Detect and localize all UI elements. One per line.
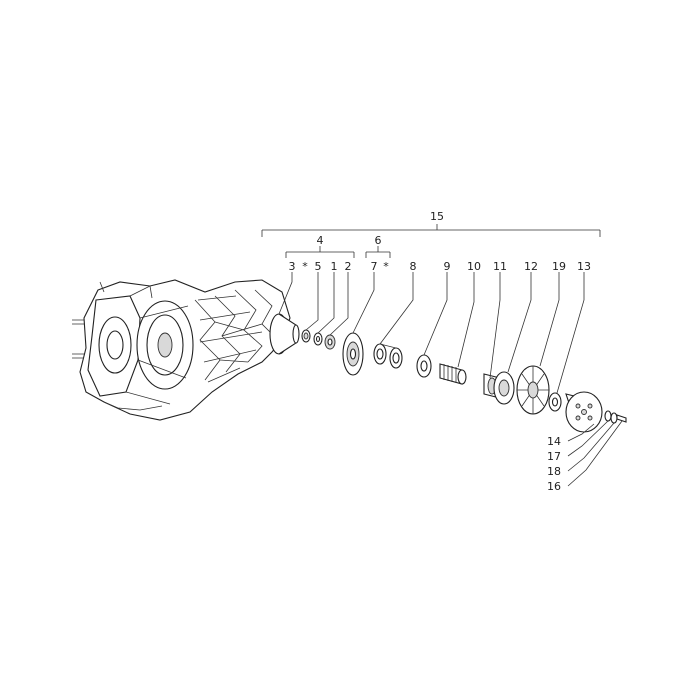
- part-19-roller-plate: [516, 365, 550, 415]
- part-7-movable-half-pulley: [342, 332, 364, 376]
- part-10-spring: [439, 363, 467, 385]
- part-14-cover: [565, 391, 603, 433]
- part-8-bushing: [373, 343, 403, 369]
- part-12-roller-holder: [493, 371, 515, 405]
- label-4: 4: [317, 234, 324, 247]
- label-7: 7: [371, 260, 378, 273]
- part-13-ring: [548, 392, 562, 412]
- label-6-asterisk: *: [383, 260, 389, 273]
- part-9-bearing: [416, 354, 432, 378]
- label-6: 6: [375, 234, 382, 247]
- label-19: 19: [552, 260, 566, 273]
- label-14: 14: [547, 435, 561, 448]
- label-1: 1: [331, 260, 338, 273]
- label-17: 17: [547, 450, 561, 463]
- part-3-fixed-half-pulley: [269, 313, 300, 355]
- label-8: 8: [410, 260, 417, 273]
- label-2: 2: [345, 260, 352, 273]
- label-12: 12: [524, 260, 538, 273]
- crankcase-housing: [72, 279, 291, 421]
- leader-lines: [261, 224, 623, 487]
- part-5-nut: [301, 329, 311, 343]
- label-9: 9: [444, 260, 451, 273]
- label-10: 10: [467, 260, 481, 273]
- part-1-washer: [313, 332, 323, 346]
- label-16: 16: [547, 480, 561, 493]
- label-4-asterisk: *: [302, 260, 308, 273]
- label-15: 15: [430, 210, 444, 223]
- label-5: 5: [315, 260, 322, 273]
- part-17-18-16-bolt-washers: [604, 410, 627, 424]
- part-labels: 15 4 6 3 * 5 1 2 7 * 8 9 10 11 12 19 13 …: [289, 210, 592, 493]
- label-13: 13: [577, 260, 591, 273]
- label-18: 18: [547, 465, 561, 478]
- label-11: 11: [493, 260, 507, 273]
- part-2-nut: [324, 334, 336, 350]
- label-3: 3: [289, 260, 296, 273]
